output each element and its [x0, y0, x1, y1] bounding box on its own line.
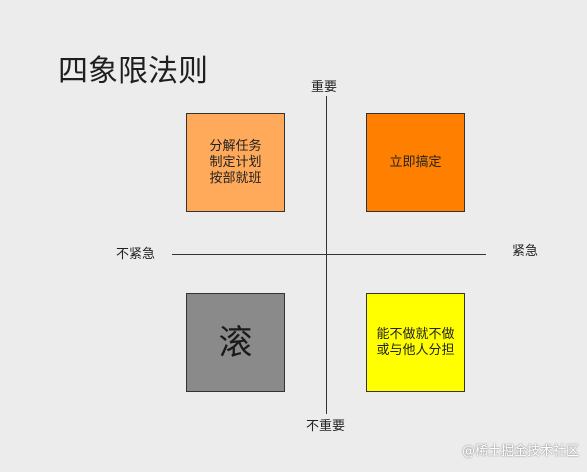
quadrant-line: 分解任务: [209, 138, 262, 154]
quadrant-line: 立即搞定: [389, 154, 442, 170]
quadrant-line: 按部就班: [209, 170, 262, 186]
quadrant-important-urgent-text: 立即搞定: [389, 155, 441, 171]
watermark: @稀土掘金技术社区: [461, 444, 579, 459]
quadrant-line: 制定计划: [209, 154, 262, 170]
axis-label-important: 重要: [311, 80, 338, 95]
axis-label-not-urgent: 不紧急: [116, 247, 156, 262]
quadrant-not-important-not-urgent-text: 滚: [218, 322, 253, 363]
axis-label-not-important: 不重要: [306, 419, 346, 434]
axis-label-urgent: 紧急: [512, 244, 539, 259]
horizontal-axis: [172, 254, 486, 255]
quadrant-important-urgent: 立即搞定: [366, 113, 465, 212]
quadrant-important-not-urgent-text: 分解任务 制定计划 按部就班: [209, 139, 261, 187]
diagram-title: 四象限法则: [58, 54, 208, 89]
quadrant-not-important-urgent-text: 能不做就不做 或与他人分担: [376, 327, 454, 359]
quadrant-line: 或与他人分担: [376, 342, 455, 358]
quadrant-not-important-urgent: 能不做就不做 或与他人分担: [366, 293, 465, 392]
vertical-axis: [326, 96, 327, 414]
quadrant-not-important-not-urgent: 滚: [186, 293, 285, 392]
quadrant-important-not-urgent: 分解任务 制定计划 按部就班: [186, 113, 285, 212]
quadrant-line: 能不做就不做: [376, 326, 455, 342]
